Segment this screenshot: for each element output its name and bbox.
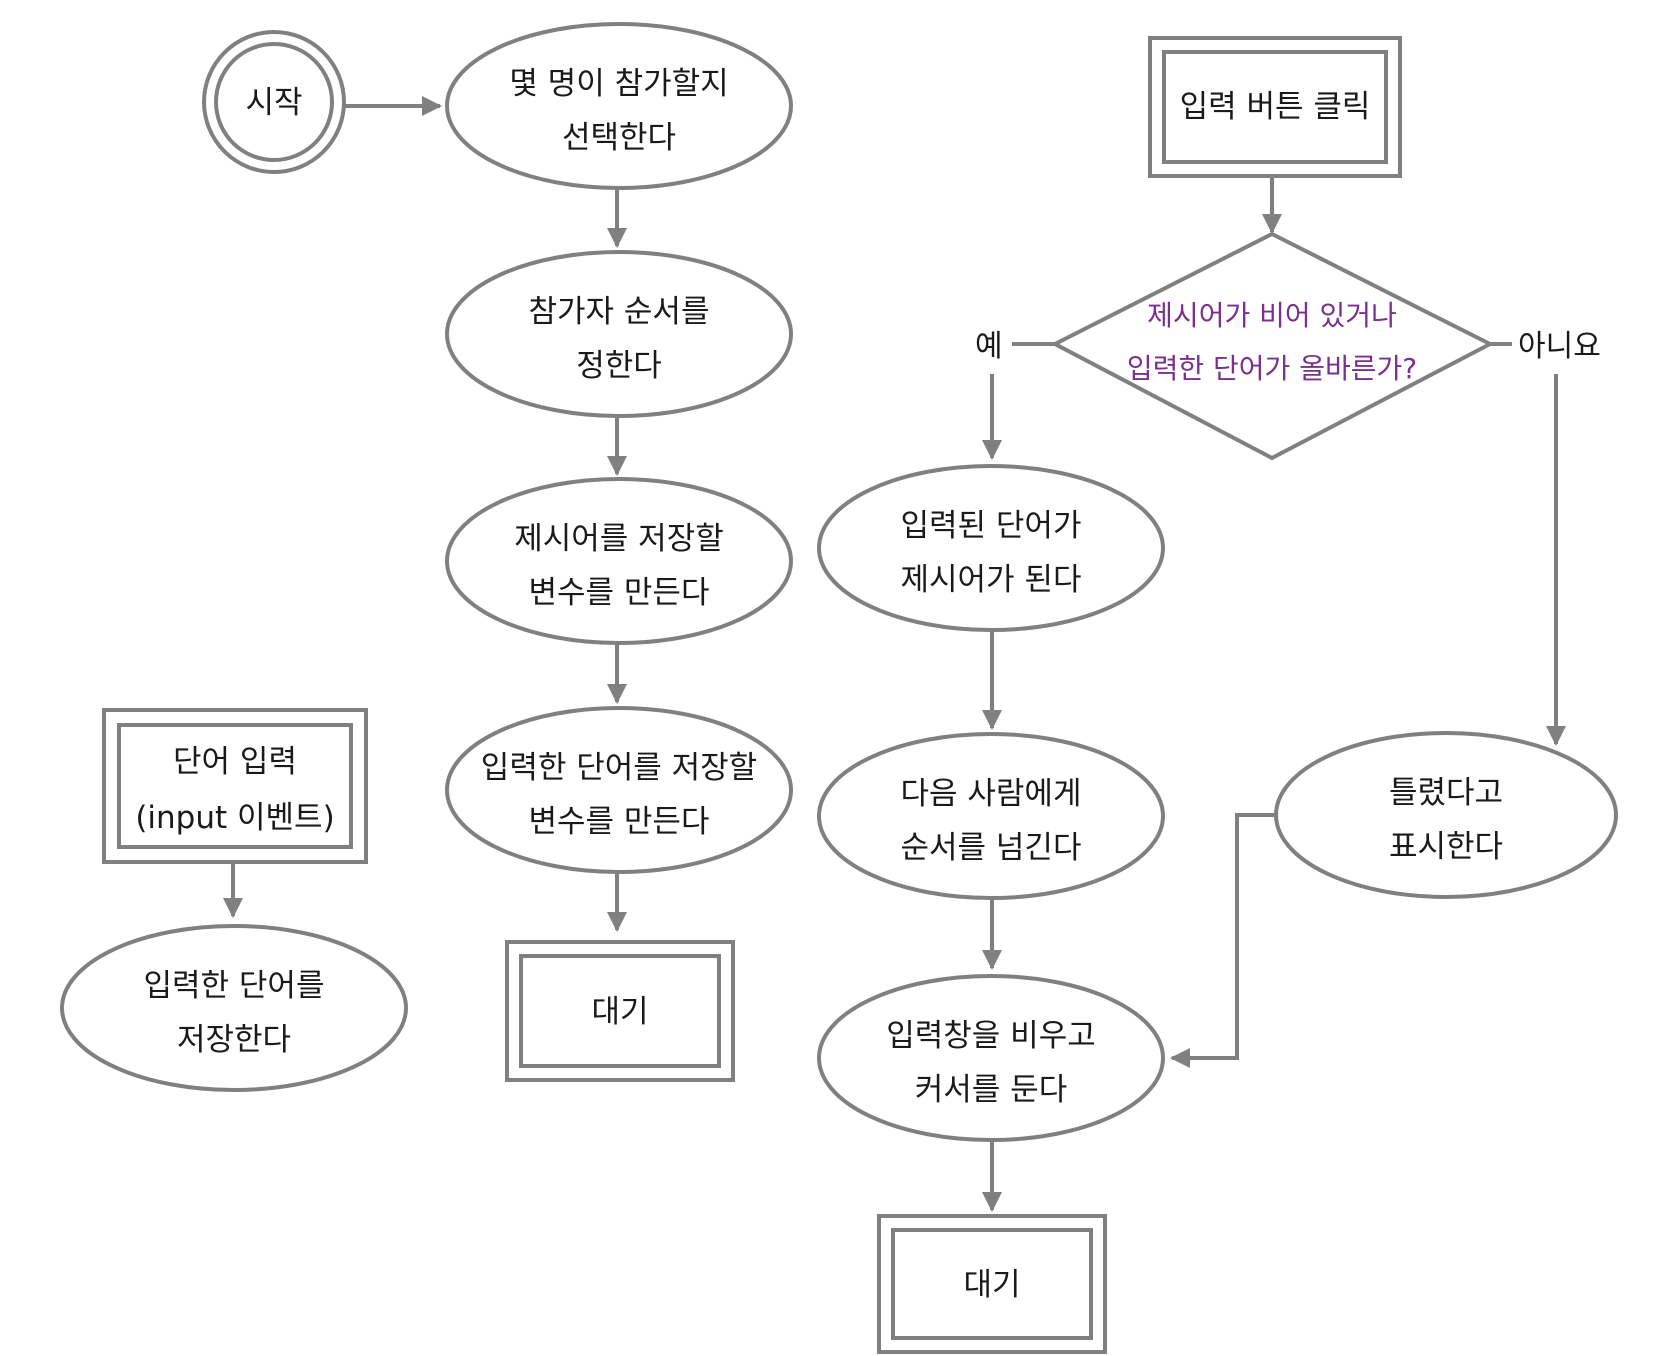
edges bbox=[223, 96, 1566, 1212]
clear-input-line-1: 입력창을 비우고 bbox=[886, 1018, 1096, 1054]
input-var-node: 입력한 단어를 저장할 변수를 만든다 bbox=[445, 706, 793, 874]
order-line-1: 참가자 순서를 bbox=[529, 294, 710, 330]
click-event-node: 입력 버튼 클릭 bbox=[1148, 36, 1402, 178]
no-label: 아니요 bbox=[1518, 329, 1601, 364]
become-seed-line-1: 입력된 단어가 bbox=[901, 508, 1082, 544]
order-line-2: 정한다 bbox=[576, 348, 662, 384]
yes-label: 예 bbox=[975, 329, 1003, 364]
decision-node: 제시어가 비어 있거나 입력한 단어가 올바른가? bbox=[1050, 231, 1495, 461]
decision-line-2: 입력한 단어가 올바른가? bbox=[1127, 352, 1417, 385]
wait-right-label: 대기 bbox=[963, 1267, 1020, 1303]
next-person-node: 다음 사람에게 순서를 넘긴다 bbox=[817, 732, 1165, 900]
wrong-line-2: 표시한다 bbox=[1389, 829, 1503, 865]
become-seed-node: 입력된 단어가 제시어가 된다 bbox=[817, 464, 1165, 632]
wrong-node: 틀렸다고 표시한다 bbox=[1274, 731, 1618, 899]
save-word-line-2: 저장한다 bbox=[177, 1022, 291, 1058]
clear-input-line-2: 커서를 둔다 bbox=[915, 1072, 1067, 1108]
decision-line-1: 제시어가 비어 있거나 bbox=[1147, 299, 1397, 332]
word-input-event-node: 단어 입력 (input 이벤트) bbox=[102, 708, 368, 864]
start-node: 시작 bbox=[202, 30, 346, 174]
next-person-line-2: 순서를 넘긴다 bbox=[901, 830, 1082, 866]
input-var-line-2: 변수를 만든다 bbox=[529, 804, 710, 840]
select-count-line-2: 선택한다 bbox=[562, 120, 676, 156]
word-input-event-line-1: 단어 입력 bbox=[173, 744, 297, 780]
save-word-line-1: 입력한 단어를 bbox=[144, 968, 325, 1004]
seed-var-node: 제시어를 저장할 변수를 만든다 bbox=[445, 477, 793, 645]
input-var-line-1: 입력한 단어를 저장할 bbox=[481, 750, 757, 786]
word-input-event-line-2: (input 이벤트) bbox=[135, 800, 334, 836]
wait-left-node: 대기 bbox=[505, 940, 735, 1082]
order-node: 참가자 순서를 정한다 bbox=[445, 250, 793, 418]
wait-left-label: 대기 bbox=[591, 994, 648, 1030]
become-seed-line-2: 제시어가 된다 bbox=[901, 562, 1082, 598]
edge-wrong-to-clear bbox=[1170, 813, 1276, 1068]
wait-right-node: 대기 bbox=[877, 1214, 1107, 1354]
start-label: 시작 bbox=[245, 85, 302, 121]
save-word-node: 입력한 단어를 저장한다 bbox=[60, 924, 408, 1092]
select-count-line-1: 몇 명이 참가할지 bbox=[509, 66, 728, 102]
next-person-line-1: 다음 사람에게 bbox=[901, 776, 1082, 812]
clear-input-node: 입력창을 비우고 커서를 둔다 bbox=[817, 974, 1165, 1142]
select-count-node: 몇 명이 참가할지 선택한다 bbox=[445, 22, 793, 190]
click-event-label: 입력 버튼 클릭 bbox=[1180, 89, 1371, 125]
wrong-line-1: 틀렸다고 bbox=[1389, 775, 1503, 811]
seed-var-line-2: 변수를 만든다 bbox=[529, 575, 710, 611]
seed-var-line-1: 제시어를 저장할 bbox=[514, 521, 724, 557]
